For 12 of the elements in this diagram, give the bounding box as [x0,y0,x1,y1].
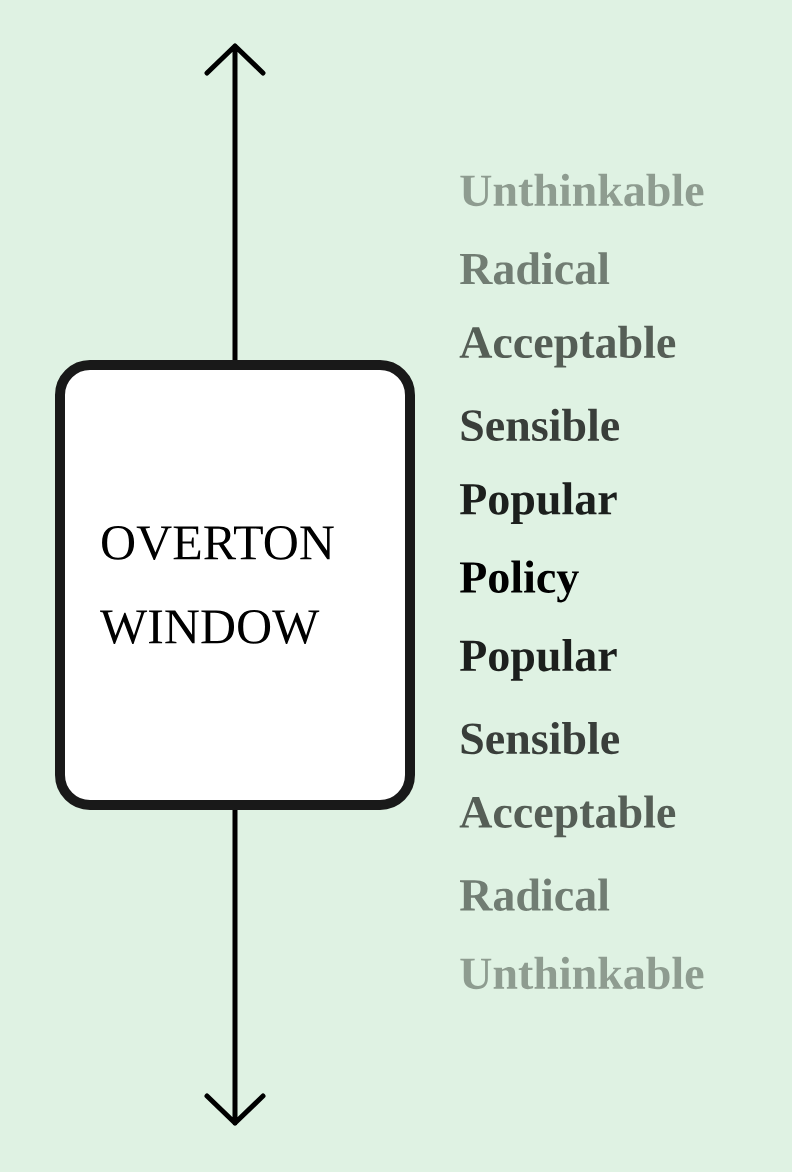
scale-label: Popular [460,638,617,681]
scale-label: Sensible [461,408,620,442]
scale-label: Radical [460,252,610,285]
scale-label: Popular [460,482,617,525]
scale-label: Acceptable [459,795,676,838]
scale-label: Unthinkable [460,173,704,207]
scale-label: Sensible [461,721,620,755]
scale-label: Unthinkable [460,956,704,990]
scale-label: Policy [460,560,579,603]
scale-label: Radical [460,878,610,911]
window-box: OVERTON WINDOW [55,360,415,810]
scale-label: Acceptable [459,325,676,368]
